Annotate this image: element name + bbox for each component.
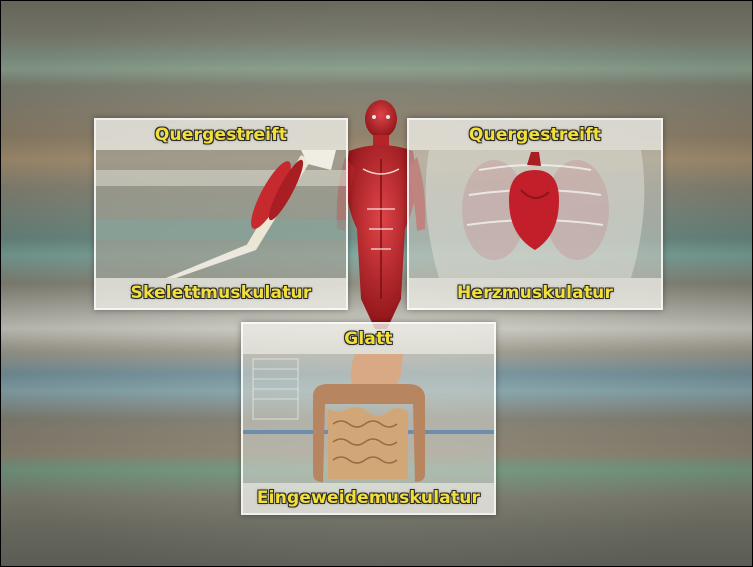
- skeletal-category-label: Quergestreift: [155, 125, 287, 145]
- heart-image: [409, 150, 661, 278]
- arm-muscle-image: [96, 150, 346, 278]
- cardiac-muscle-panel[interactable]: Quergestreift Herzmuskulatur: [407, 118, 663, 310]
- cardiac-name-label: Herzmuskulatur: [457, 283, 613, 303]
- skeletal-muscle-panel[interactable]: Quergestreift Skelettmuskulatur: [94, 118, 348, 310]
- smooth-category-label: Glatt: [344, 329, 393, 349]
- smooth-name-label: Eingeweidemuskulatur: [257, 488, 480, 508]
- skeletal-name-label: Skelettmuskulatur: [131, 283, 312, 303]
- skeletal-name-band: Skelettmuskulatur: [96, 278, 346, 308]
- cardiac-category-label: Quergestreift: [469, 125, 601, 145]
- cardiac-name-band: Herzmuskulatur: [409, 278, 661, 308]
- skeletal-category-band: Quergestreift: [96, 120, 346, 150]
- smooth-category-band: Glatt: [243, 324, 494, 354]
- cardiac-category-band: Quergestreift: [409, 120, 661, 150]
- smooth-muscle-panel[interactable]: Glatt Eingeweidemuskulatur: [241, 322, 496, 515]
- smooth-name-band: Eingeweidemuskulatur: [243, 483, 494, 513]
- intestines-image: [243, 354, 494, 483]
